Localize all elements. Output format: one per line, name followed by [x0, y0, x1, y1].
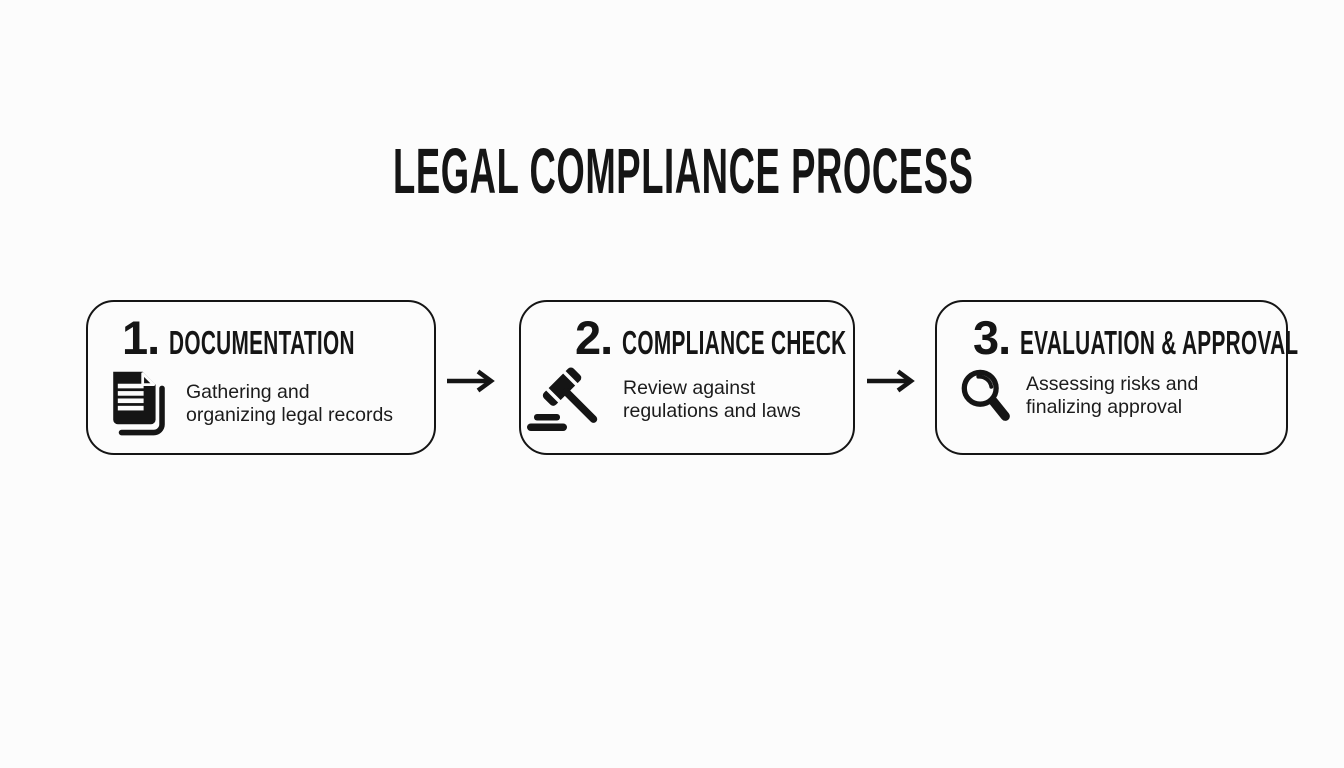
page-title: LEGAL COMPLIANCE PROCESS: [0, 139, 1344, 203]
step-heading: 2. COMPLIANCE CHECK: [575, 311, 853, 364]
step-description-line: Assessing risks and: [1026, 373, 1199, 395]
step-content: Review against regulations and laws: [527, 367, 853, 433]
right-arrow-icon: [867, 369, 915, 393]
step-box-compliance-check: 2. COMPLIANCE CHECK Review against regul…: [519, 300, 855, 455]
step-number: 1.: [122, 311, 160, 364]
step-heading: 1. DOCUMENTATION: [122, 311, 434, 364]
step-description-line: regulations and laws: [623, 400, 801, 422]
step-description: Review against regulations and laws: [623, 377, 801, 423]
step-number: 3.: [973, 311, 1011, 364]
step-number: 2.: [575, 311, 613, 364]
step-content: Gathering and organizing legal records: [104, 367, 434, 441]
step-description-line: Review against: [623, 377, 756, 399]
step-box-documentation: 1. DOCUMENTATION Gathering and organizin…: [86, 300, 436, 455]
step-description-line: Gathering and: [186, 381, 310, 403]
magnifier-icon: [961, 369, 1010, 421]
step-title: COMPLIANCE CHECK: [622, 324, 847, 361]
step-content: Assessing risks and finalizing approval: [959, 367, 1286, 425]
step-description: Gathering and organizing legal records: [186, 381, 393, 427]
documents-icon: [113, 371, 165, 436]
step-description-line: organizing legal records: [186, 404, 394, 426]
step-description: Assessing risks and finalizing approval: [1026, 373, 1198, 419]
gavel-icon: [527, 367, 598, 431]
step-title: DOCUMENTATION: [169, 324, 356, 361]
right-arrow-icon: [447, 369, 495, 393]
step-description-line: finalizing approval: [1026, 396, 1183, 418]
step-title: EVALUATION & APPROVAL: [1020, 324, 1299, 361]
step-box-evaluation-approval: 3. EVALUATION & APPROVAL Assessing risks…: [935, 300, 1298, 455]
step-heading: 3. EVALUATION & APPROVAL: [973, 311, 1298, 364]
page-title-text: LEGAL COMPLIANCE PROCESS: [392, 135, 974, 207]
